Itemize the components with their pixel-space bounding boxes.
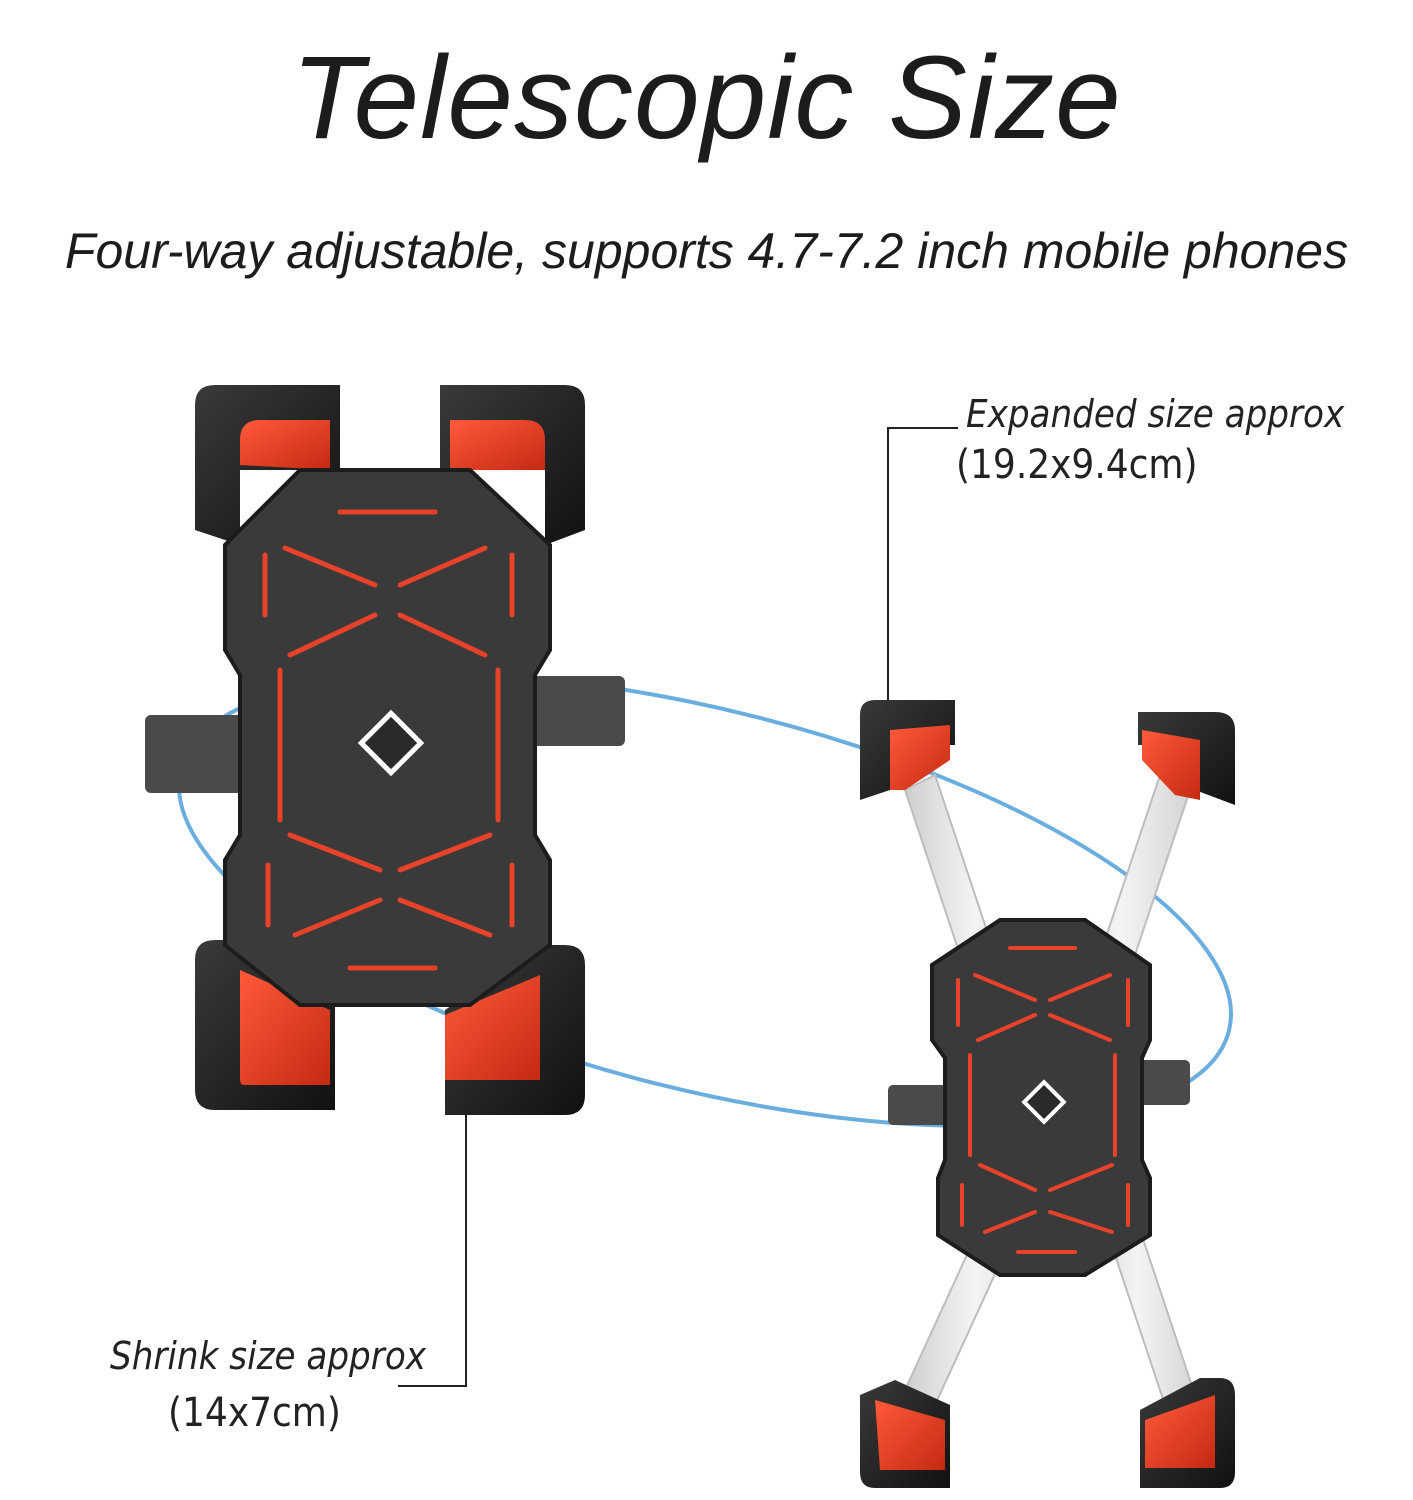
expanded-grip-bottom-left [860,1380,950,1488]
expanded-leader-line [887,427,958,700]
expanded-strap-left [888,1085,958,1125]
expanded-grip-top-right [1138,712,1235,805]
shrink-grip-top-left [195,385,340,545]
shrink-grip-top-right [440,385,585,545]
expanded-grip-top-left [860,700,955,800]
expanded-center-diamond [1021,1079,1067,1125]
expanded-strap-right [1130,1060,1190,1105]
shrink-center-diamond [357,709,425,777]
shrink-holder [145,385,625,1115]
shrink-leader-line [398,1115,467,1387]
shrink-body-lines [262,509,515,971]
shrink-strap-left [145,715,255,793]
expanded-holder [860,700,1235,1488]
expanded-size-value: (19.2x9.4cm) [956,442,1198,488]
expanded-grip-bottom-right [1140,1378,1235,1488]
shrink-strap-right [510,676,625,746]
page-subtitle: Four-way adjustable, supports 4.7-7.2 in… [64,223,1349,279]
shrink-size-label: Shrink size approx [110,1334,426,1378]
shrink-size-value: (14x7cm) [168,1390,341,1436]
expanded-body-lines [956,946,1130,1254]
expanded-size-label: Expanded size approx [966,392,1345,436]
page-title: Telescopic Size [291,32,1122,164]
